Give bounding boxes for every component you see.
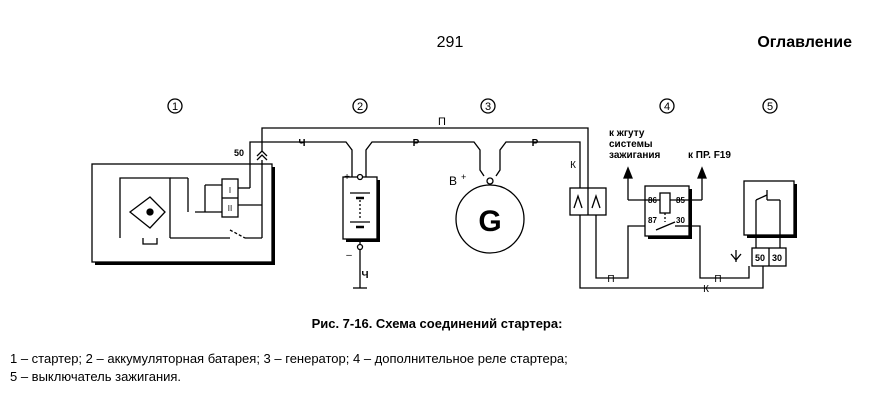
generator-b-plus-sign: +	[461, 172, 466, 182]
wire-label-r-1: Р	[413, 138, 420, 149]
table-of-contents-link[interactable]: Оглавление	[757, 34, 852, 51]
battery-minus: –	[346, 250, 352, 261]
component-number-5: 5	[767, 101, 773, 113]
wire-label-r-2: Р	[532, 138, 539, 149]
legend-line-2: 5 – выключатель зажигания.	[10, 369, 182, 384]
wire-label-top-p: П	[438, 116, 446, 128]
wire-label-p-1: П	[607, 274, 614, 285]
wire-p-relay	[595, 215, 645, 279]
component-number-circle-3	[480, 98, 496, 114]
ignition-note-line-2: системы	[609, 139, 653, 150]
ignition-switch-box	[743, 180, 795, 236]
switch-terminal-50: 50	[755, 253, 765, 263]
starter-armature	[128, 196, 166, 229]
component-number-circle-4	[659, 98, 675, 114]
starter-coil-1: I	[229, 186, 231, 195]
relay-pin-86: 86	[648, 196, 657, 205]
starter-box	[91, 163, 273, 263]
component-number-1: 1	[172, 101, 178, 113]
legend-line-1: 1 – стартер; 2 – аккумуляторная батарея;…	[10, 351, 568, 366]
generator-letter: G	[478, 205, 501, 238]
figure-caption: Рис. 7-16. Схема соединений стартера:	[311, 316, 563, 331]
wire-label-ch-1: Ч	[298, 138, 305, 149]
fuse-note: к ПР. F19	[688, 150, 731, 161]
wire-ch	[249, 141, 353, 177]
battery-plus: +	[344, 172, 350, 183]
wire-label-k-1: К	[570, 160, 576, 171]
starter-terminal-50: 50	[234, 148, 244, 158]
wire-k-bottom	[579, 215, 764, 289]
switch-terminal-30: 30	[772, 253, 782, 263]
wire-p-switch	[689, 225, 750, 279]
wire-top-p	[261, 127, 589, 166]
component-number-4: 4	[664, 101, 670, 113]
component-number-2: 2	[357, 101, 363, 113]
wire-r-battery	[365, 141, 485, 177]
component-number-circle-2	[352, 98, 368, 114]
starter-wiring-diagram: 1 2 3 4 5 П Ч Р Р К П П К Ч 50 I II + – …	[91, 98, 797, 295]
generator-b-plus: В	[449, 174, 457, 188]
figure-legend: 1 – стартер; 2 – аккумуляторная батарея;…	[10, 350, 870, 386]
relay-pin-85: 85	[676, 196, 685, 205]
relay-box	[644, 185, 690, 237]
component-number-circle-1	[167, 98, 183, 114]
relay-pin-30: 30	[676, 216, 685, 225]
wire-label-p-2: П	[714, 274, 721, 285]
page-number: 291	[436, 34, 464, 51]
wire-r-generator	[495, 141, 581, 177]
generator-circle	[455, 184, 525, 254]
wire-label-ch-2: Ч	[361, 270, 368, 281]
component-number-circle-5	[762, 98, 778, 114]
ignition-note-line-1: к жгуту	[609, 128, 645, 139]
wire-label-k-2: К	[703, 284, 709, 295]
starter-coil-2: II	[228, 204, 232, 213]
component-number-3: 3	[485, 101, 491, 113]
relay-pin-87: 87	[648, 216, 657, 225]
ignition-note-line-3: зажигания	[609, 150, 661, 161]
starter-motor-frame	[119, 177, 171, 238]
